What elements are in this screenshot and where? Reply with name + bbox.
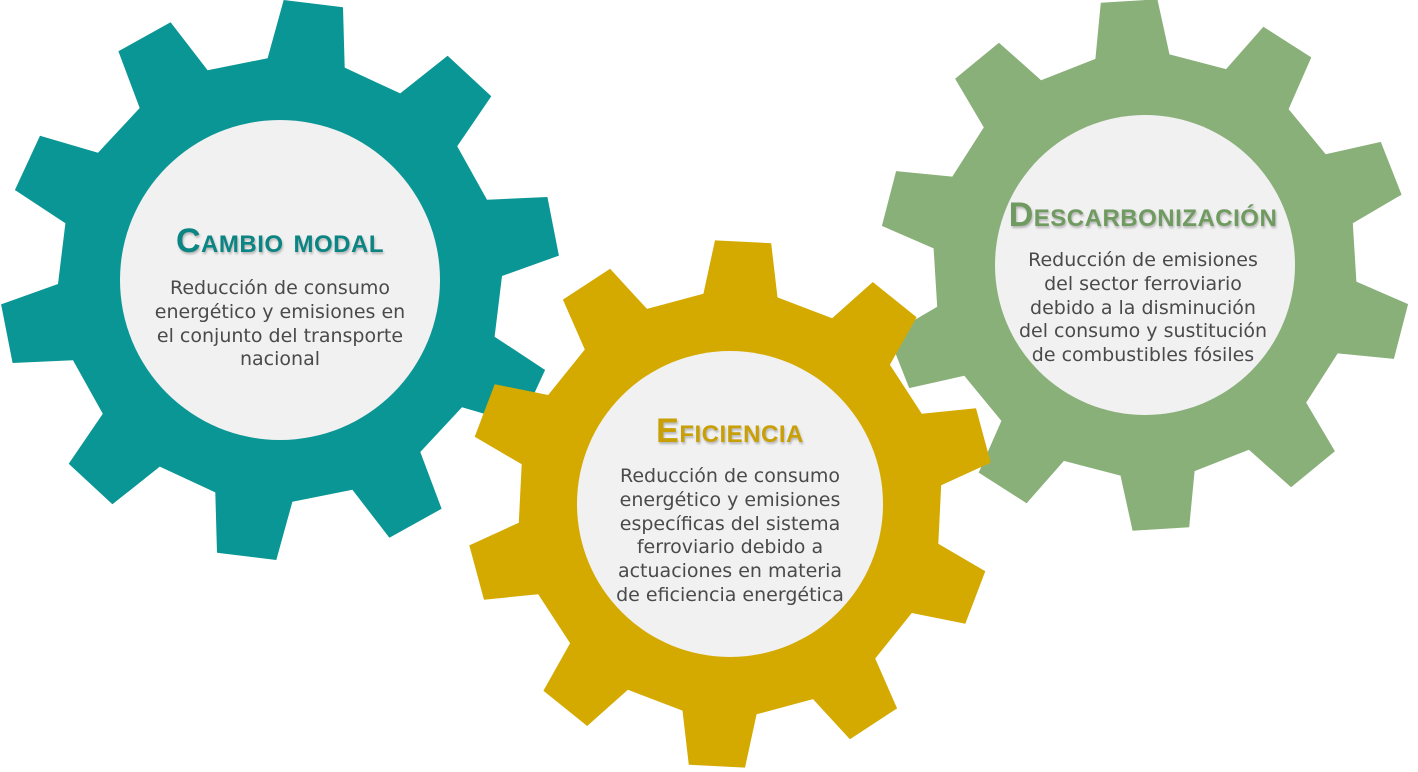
gear-text-descarbonizacion: Descarbonización Reducción de emisiones … [978,196,1308,368]
gear-text-cambio-modal: Cambio modal Reducción de consumo energé… [135,222,425,372]
gear-cambio-modal: Cambio modal Reducción de consumo energé… [0,0,560,560]
gear-title: Cambio modal [176,222,384,260]
gear-descarbonizacion: Descarbonización Reducción de emisiones … [870,0,1418,531]
gear-description: Reducción de consumo energético y emisio… [616,465,844,606]
gear-description: Reducción de consumo energético y emisio… [154,277,406,371]
gear-inner-circle [577,351,883,657]
gear-description: Reducción de emisiones del sector ferrov… [1018,249,1268,366]
gear-inner-circle [120,120,440,440]
gear-icon [881,0,1409,531]
gear-title: Eficiencia [656,412,804,450]
gear-title: Descarbonización [1008,196,1278,234]
gear-icon [1,0,559,560]
gear-text-eficiencia: Eficiencia Reducción de consumo energéti… [585,412,875,608]
gear-eficiencia: Eficiencia Reducción de consumo energéti… [460,240,1000,772]
gear-icon [469,240,991,768]
gear-inner-circle [995,115,1295,415]
